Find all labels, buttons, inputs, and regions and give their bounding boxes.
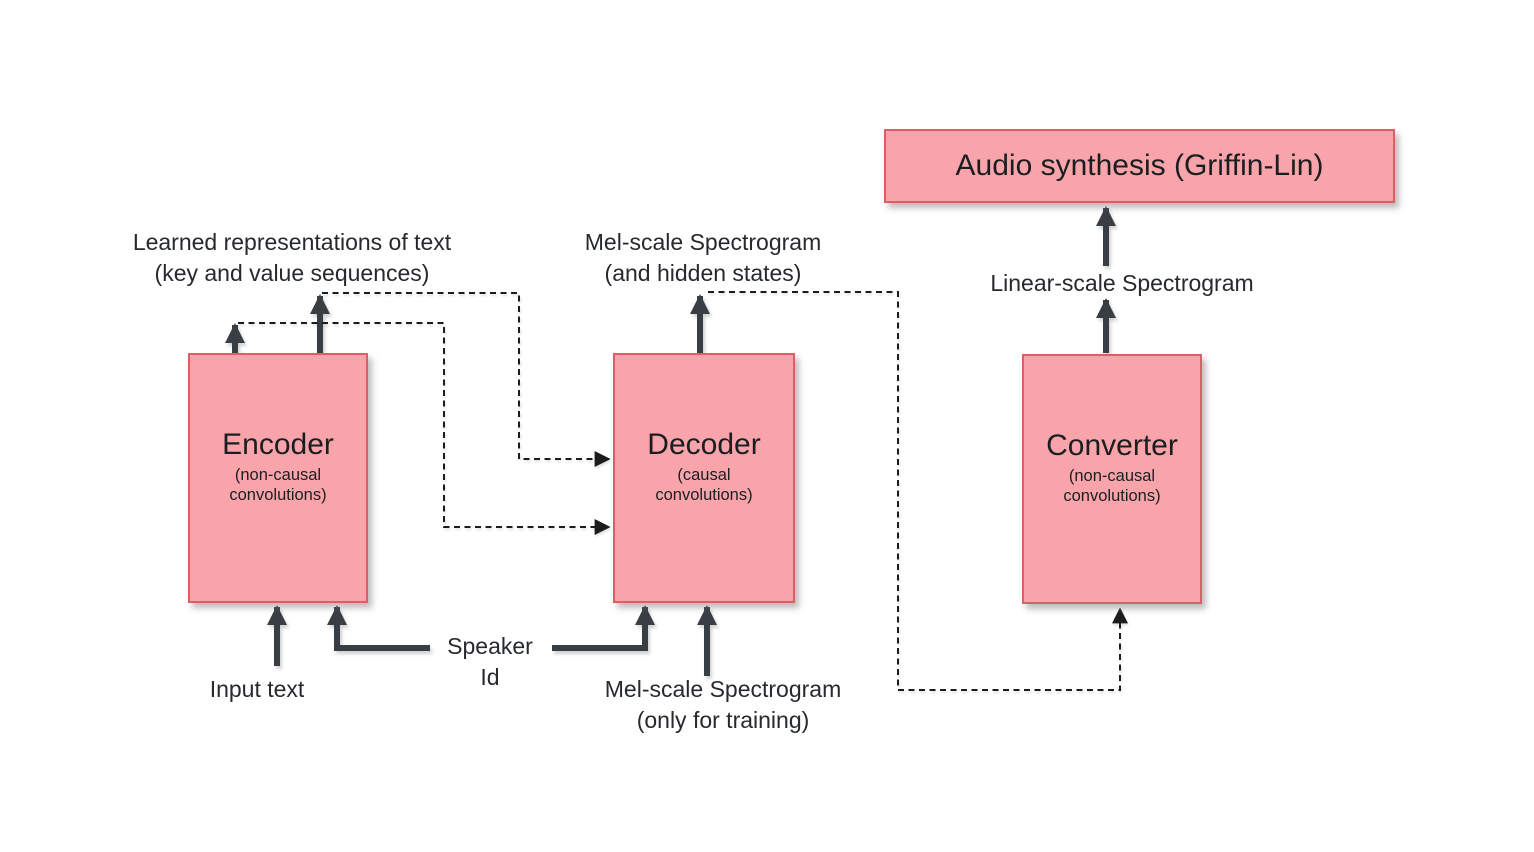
label-linear-spectrogram: Linear-scale Spectrogram [990, 270, 1254, 296]
decoder-subtitle: (causal convolutions) [655, 466, 753, 504]
decoder-title: Decoder [647, 428, 761, 461]
speaker-id-to-encoder-arrow [327, 605, 430, 651]
encoder-box: Encoder (non-causal convolutions) [188, 353, 368, 603]
label-mel-hidden-states: Mel-scale Spectrogram (and hidden states… [584, 229, 822, 286]
converter-subtitle: (non-causal convolutions) [1063, 467, 1161, 505]
speaker-id-to-decoder-arrow [552, 605, 655, 651]
audio-synthesis-box: Audio synthesis (Griffin-Lin) [884, 129, 1395, 203]
converter-box: Converter (non-causal convolutions) [1022, 354, 1202, 604]
converter-title: Converter [1046, 429, 1178, 462]
encoder-to-decoder-dashed-arrow-2 [322, 292, 611, 467]
encoder-title: Encoder [222, 428, 334, 461]
label-mel-training: Mel-scale Spectrogram (only for training… [604, 676, 842, 733]
encoder-subtitle: (non-causal convolutions) [229, 466, 327, 504]
decoder-box: Decoder (causal convolutions) [613, 353, 795, 603]
label-speaker-id: Speaker Id [447, 633, 533, 690]
audio-synthesis-title: Audio synthesis (Griffin-Lin) [955, 149, 1324, 182]
label-input-text: Input text [209, 676, 305, 702]
label-learned-representations: Learned representations of text (key and… [132, 229, 452, 286]
encoder-to-decoder-dashed-arrow-1 [238, 322, 611, 535]
decoder-to-converter-dashed-arrow [708, 291, 1128, 691]
